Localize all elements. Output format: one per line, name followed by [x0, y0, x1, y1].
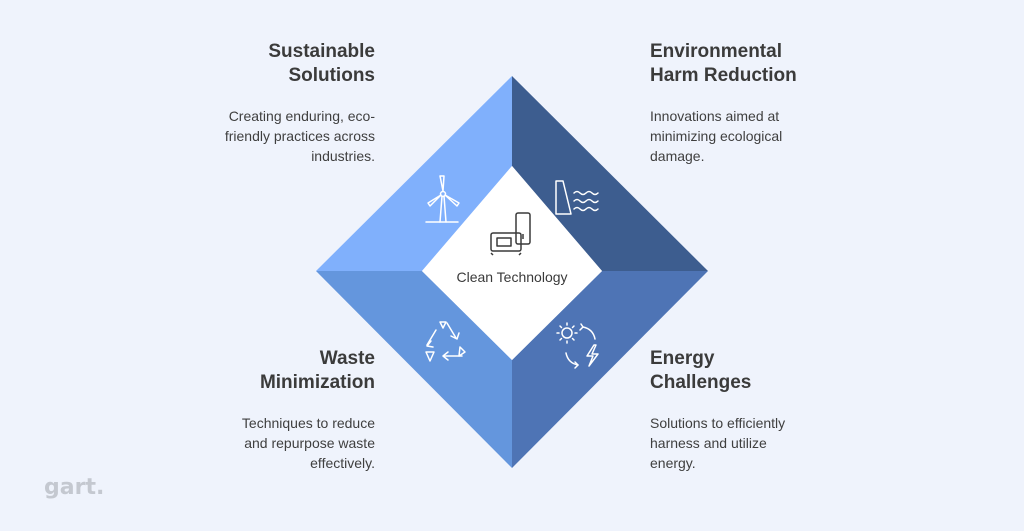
environmental-harm-reduction-title: Environmental Harm Reduction — [650, 41, 797, 86]
center-label: Clean Technology — [456, 269, 567, 285]
recycle-icon — [425, 321, 466, 362]
quadrant-waste-minimization — [316, 271, 512, 468]
quadrant-sustainable-solutions — [316, 76, 512, 271]
waste-minimization-block: Waste Minimization Techniques to reduce … — [155, 347, 375, 473]
quadrant-environmental-harm-reduction — [512, 76, 708, 271]
energy-cycle-icon — [556, 322, 599, 369]
wind-turbine-icon — [425, 175, 460, 223]
waste-minimization-title: Waste Minimization — [259, 348, 375, 393]
waste-minimization-description: Techniques to reduce and repurpose waste… — [241, 415, 375, 471]
dam-water-icon — [555, 180, 599, 215]
portable-power-station-icon — [490, 212, 531, 256]
energy-challenges-block: Energy Challenges Solutions to efficient… — [650, 347, 870, 473]
sustainable-solutions-block: Sustainable Solutions Creating enduring,… — [155, 40, 375, 166]
center-diamond — [422, 166, 602, 360]
sustainable-solutions-description: Creating enduring, eco- friendly practic… — [224, 108, 375, 164]
environmental-harm-reduction-description: Innovations aimed at minimizing ecologic… — [650, 108, 783, 164]
sustainable-solutions-title: Sustainable Solutions — [268, 41, 375, 86]
energy-challenges-description: Solutions to efficiently harness and uti… — [650, 415, 786, 471]
energy-challenges-title: Energy Challenges — [650, 348, 752, 393]
environmental-harm-reduction-block: Environmental Harm Reduction Innovations… — [650, 40, 870, 166]
gart-logo: gart. — [44, 475, 105, 500]
quadrant-energy-challenges — [512, 271, 708, 468]
